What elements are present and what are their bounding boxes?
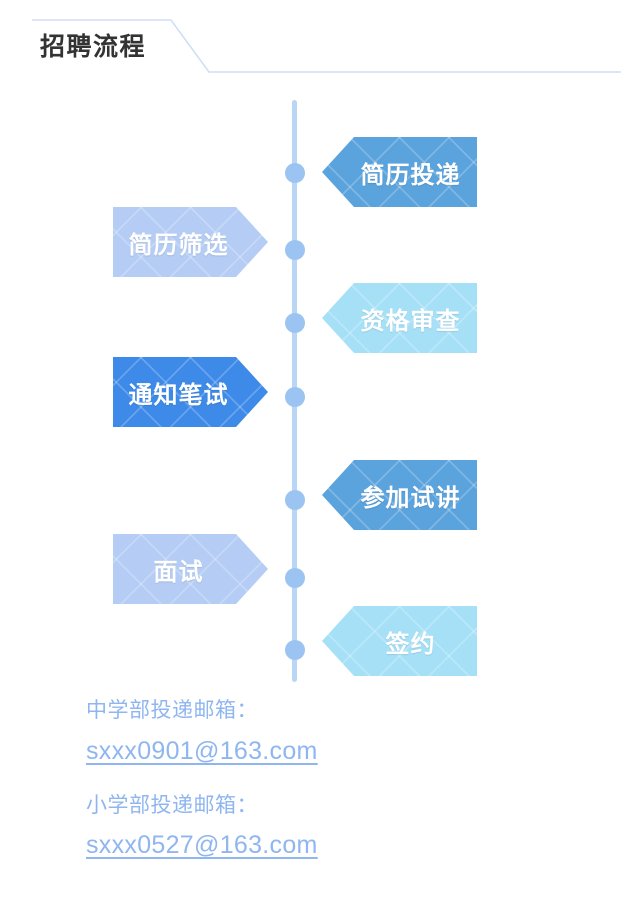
process-step-label: 通知笔试	[128, 381, 229, 409]
contact-group-2: 小学部投递邮箱： sxxx0527@163.com	[86, 790, 556, 861]
contact-email-link[interactable]: sxxx0901@163.com	[86, 736, 318, 765]
process-step-1[interactable]: 简历投递	[322, 137, 477, 207]
timeline-dot-1	[285, 163, 305, 183]
contact-label: 小学部投递邮箱：	[86, 793, 258, 817]
process-step-4[interactable]: 通知笔试	[113, 357, 268, 427]
timeline-dot-5	[285, 490, 305, 510]
contact-email-link[interactable]: sxxx0527@163.com	[86, 831, 318, 859]
timeline-dot-3	[285, 313, 305, 333]
timeline-dot-7	[285, 640, 305, 660]
process-step-6[interactable]: 面试	[113, 534, 268, 604]
contact-label: 中学部投递邮箱：	[86, 699, 258, 722]
process-step-label: 签约	[385, 630, 436, 658]
process-step-3[interactable]: 资格审查	[322, 283, 477, 353]
timeline-dot-4	[285, 387, 305, 407]
process-step-label: 参加试讲	[360, 484, 461, 512]
contact-section: 中学部投递邮箱： sxxx0901@163.com 小学部投递邮箱： sxxx0527…	[86, 695, 556, 884]
process-step-label: 资格审查	[360, 307, 461, 335]
timeline-dot-6	[285, 568, 305, 588]
process-step-label: 面试	[153, 558, 204, 586]
process-step-label: 简历投递	[360, 161, 461, 189]
process-step-label: 简历筛选	[128, 231, 229, 259]
contact-group-1: 中学部投递邮箱： sxxx0901@163.com	[86, 695, 556, 766]
process-step-5[interactable]: 参加试讲	[322, 460, 477, 530]
timeline-dot-2	[285, 240, 305, 260]
page-title: 招聘流程	[40, 33, 147, 61]
process-step-7[interactable]: 签约	[322, 606, 477, 676]
process-step-2[interactable]: 简历筛选	[113, 207, 268, 277]
page-header: 招聘流程	[0, 0, 621, 95]
